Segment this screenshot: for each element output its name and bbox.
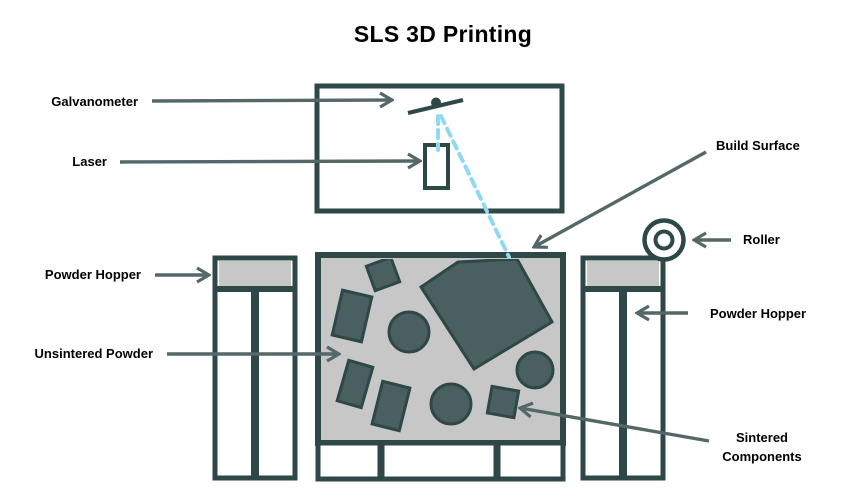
build-piston-platform — [315, 440, 566, 482]
powder-hopper-left-label: Powder Hopper — [45, 267, 141, 282]
roller-icon — [642, 218, 686, 262]
sintered-part-circle-1 — [387, 310, 431, 354]
sintered-part-circle-2 — [429, 382, 473, 426]
galvanometer-label: Galvanometer — [51, 94, 138, 109]
powder-hopper-right-label: Powder Hopper — [710, 306, 806, 321]
laser-beam-to-surface — [439, 114, 511, 259]
sintered-components-arrow — [520, 408, 710, 443]
galvanometer-arrow — [151, 100, 392, 101]
laser-arrow — [119, 161, 420, 162]
sintered-part-rect-2 — [335, 358, 375, 410]
unsintered-powder-label: Unsintered Powder — [35, 346, 153, 361]
laser-unit — [423, 143, 450, 190]
powder-bed-contents — [330, 259, 555, 433]
sintered-part-square-top — [364, 259, 402, 293]
right-hopper-powder — [587, 261, 659, 286]
right-powder-hopper — [580, 255, 666, 481]
build-surface-arrow — [534, 150, 707, 247]
laser-label: Laser — [72, 154, 107, 169]
build-surface-part — [418, 259, 555, 372]
roller-label: Roller — [743, 232, 780, 247]
sintered-components-label-line2: Components — [722, 449, 801, 464]
sintered-part-square-bottom — [485, 384, 521, 420]
sintered-part-circle-3 — [515, 350, 555, 390]
build-surface-label: Build Surface — [716, 138, 800, 153]
sintered-part-rect-3 — [370, 379, 412, 433]
page-title: SLS 3D Printing — [354, 21, 532, 47]
left-hopper-powder — [219, 261, 291, 286]
roller-inner-circle — [653, 229, 675, 251]
left-powder-hopper — [212, 255, 298, 481]
galvanometer-pivot-dot — [431, 97, 441, 108]
sintered-part-rect-1 — [330, 288, 374, 344]
sintered-components-label-line1: Sintered — [736, 430, 788, 445]
